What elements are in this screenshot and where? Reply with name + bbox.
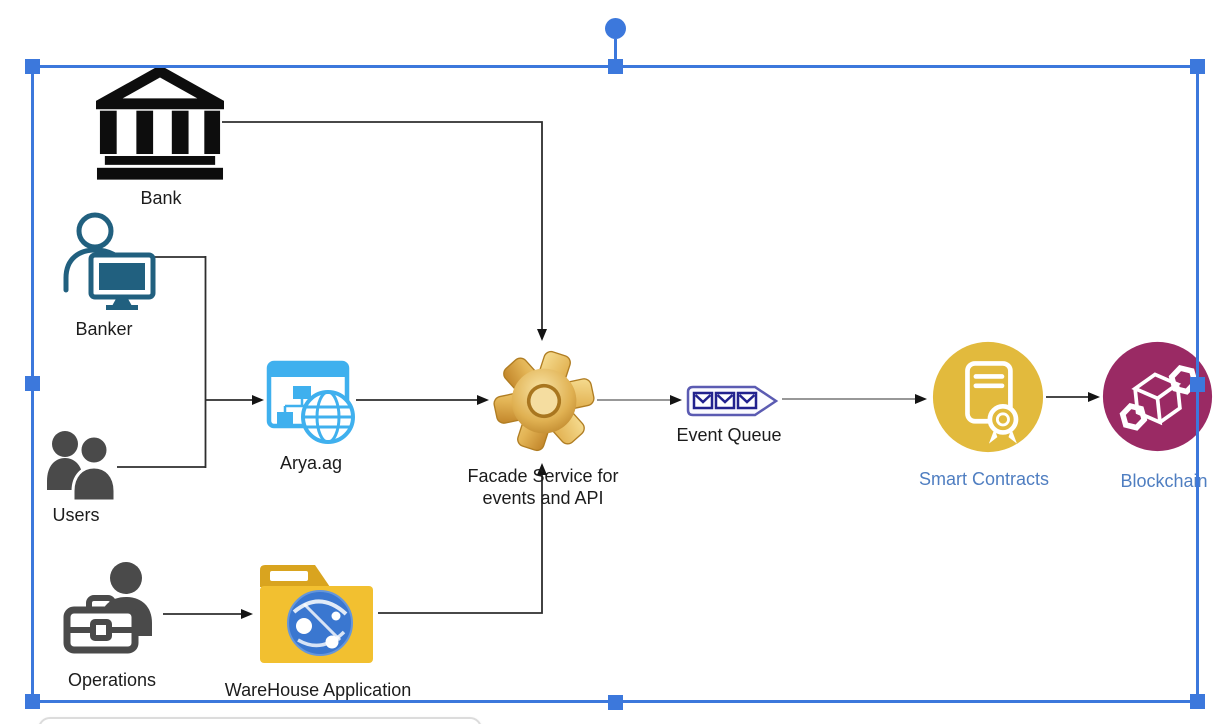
node-bank[interactable] [96,67,224,180]
node-facade[interactable] [490,338,598,464]
node-label-facade: Facade Service for events and API [467,466,619,508]
node-label-smart-contracts: Smart Contracts [918,469,1050,489]
folder-with-globe-icon [260,565,373,663]
node-operations[interactable] [62,560,165,660]
node-label-bank: Bank [140,188,182,208]
gear-icon [493,350,595,452]
rotation-handle-stem [614,39,617,59]
node-smart-contracts[interactable] [932,341,1044,453]
node-label-operations: Operations [67,670,157,690]
node-label-users: Users [52,505,100,525]
node-blockchain[interactable] [1102,341,1213,452]
person-with-monitor-icon [63,212,156,310]
resize-handle-bottom-left[interactable] [25,694,40,709]
web-app-with-globe-icon [266,360,355,444]
resize-handle-top-right[interactable] [1190,59,1205,74]
resize-handle-top-center[interactable] [608,59,623,74]
resize-handle-bottom-right[interactable] [1190,694,1205,709]
node-label-arya: Arya.ag [279,453,343,473]
edge-bank-to-facade [222,121,547,341]
node-label-warehouse: WareHouse Application [224,680,412,700]
bank-building-icon [96,67,224,180]
resize-handle-middle-left[interactable] [25,376,40,391]
node-event-queue[interactable] [684,384,780,418]
two-people-icon [47,431,117,501]
node-warehouse[interactable] [256,560,377,666]
certificate-icon [932,341,1044,453]
node-banker[interactable] [58,208,158,310]
person-with-toolbox-icon [63,562,152,654]
node-label-event-queue: Event Queue [676,425,782,445]
resize-handle-middle-right[interactable] [1190,377,1205,392]
rotation-handle[interactable] [605,18,626,39]
blockchain-cubes-icon [1102,341,1213,452]
node-arya[interactable] [266,354,356,447]
node-label-banker: Banker [75,319,133,339]
resize-handle-bottom-center[interactable] [608,695,623,710]
resize-handle-top-left[interactable] [25,59,40,74]
node-users[interactable] [45,428,118,501]
partial-comment-box[interactable] [38,717,482,724]
node-label-blockchain: Blockchain [1120,471,1208,491]
edge-warehouse-to-facade [378,463,547,614]
message-queue-icon [686,385,779,417]
